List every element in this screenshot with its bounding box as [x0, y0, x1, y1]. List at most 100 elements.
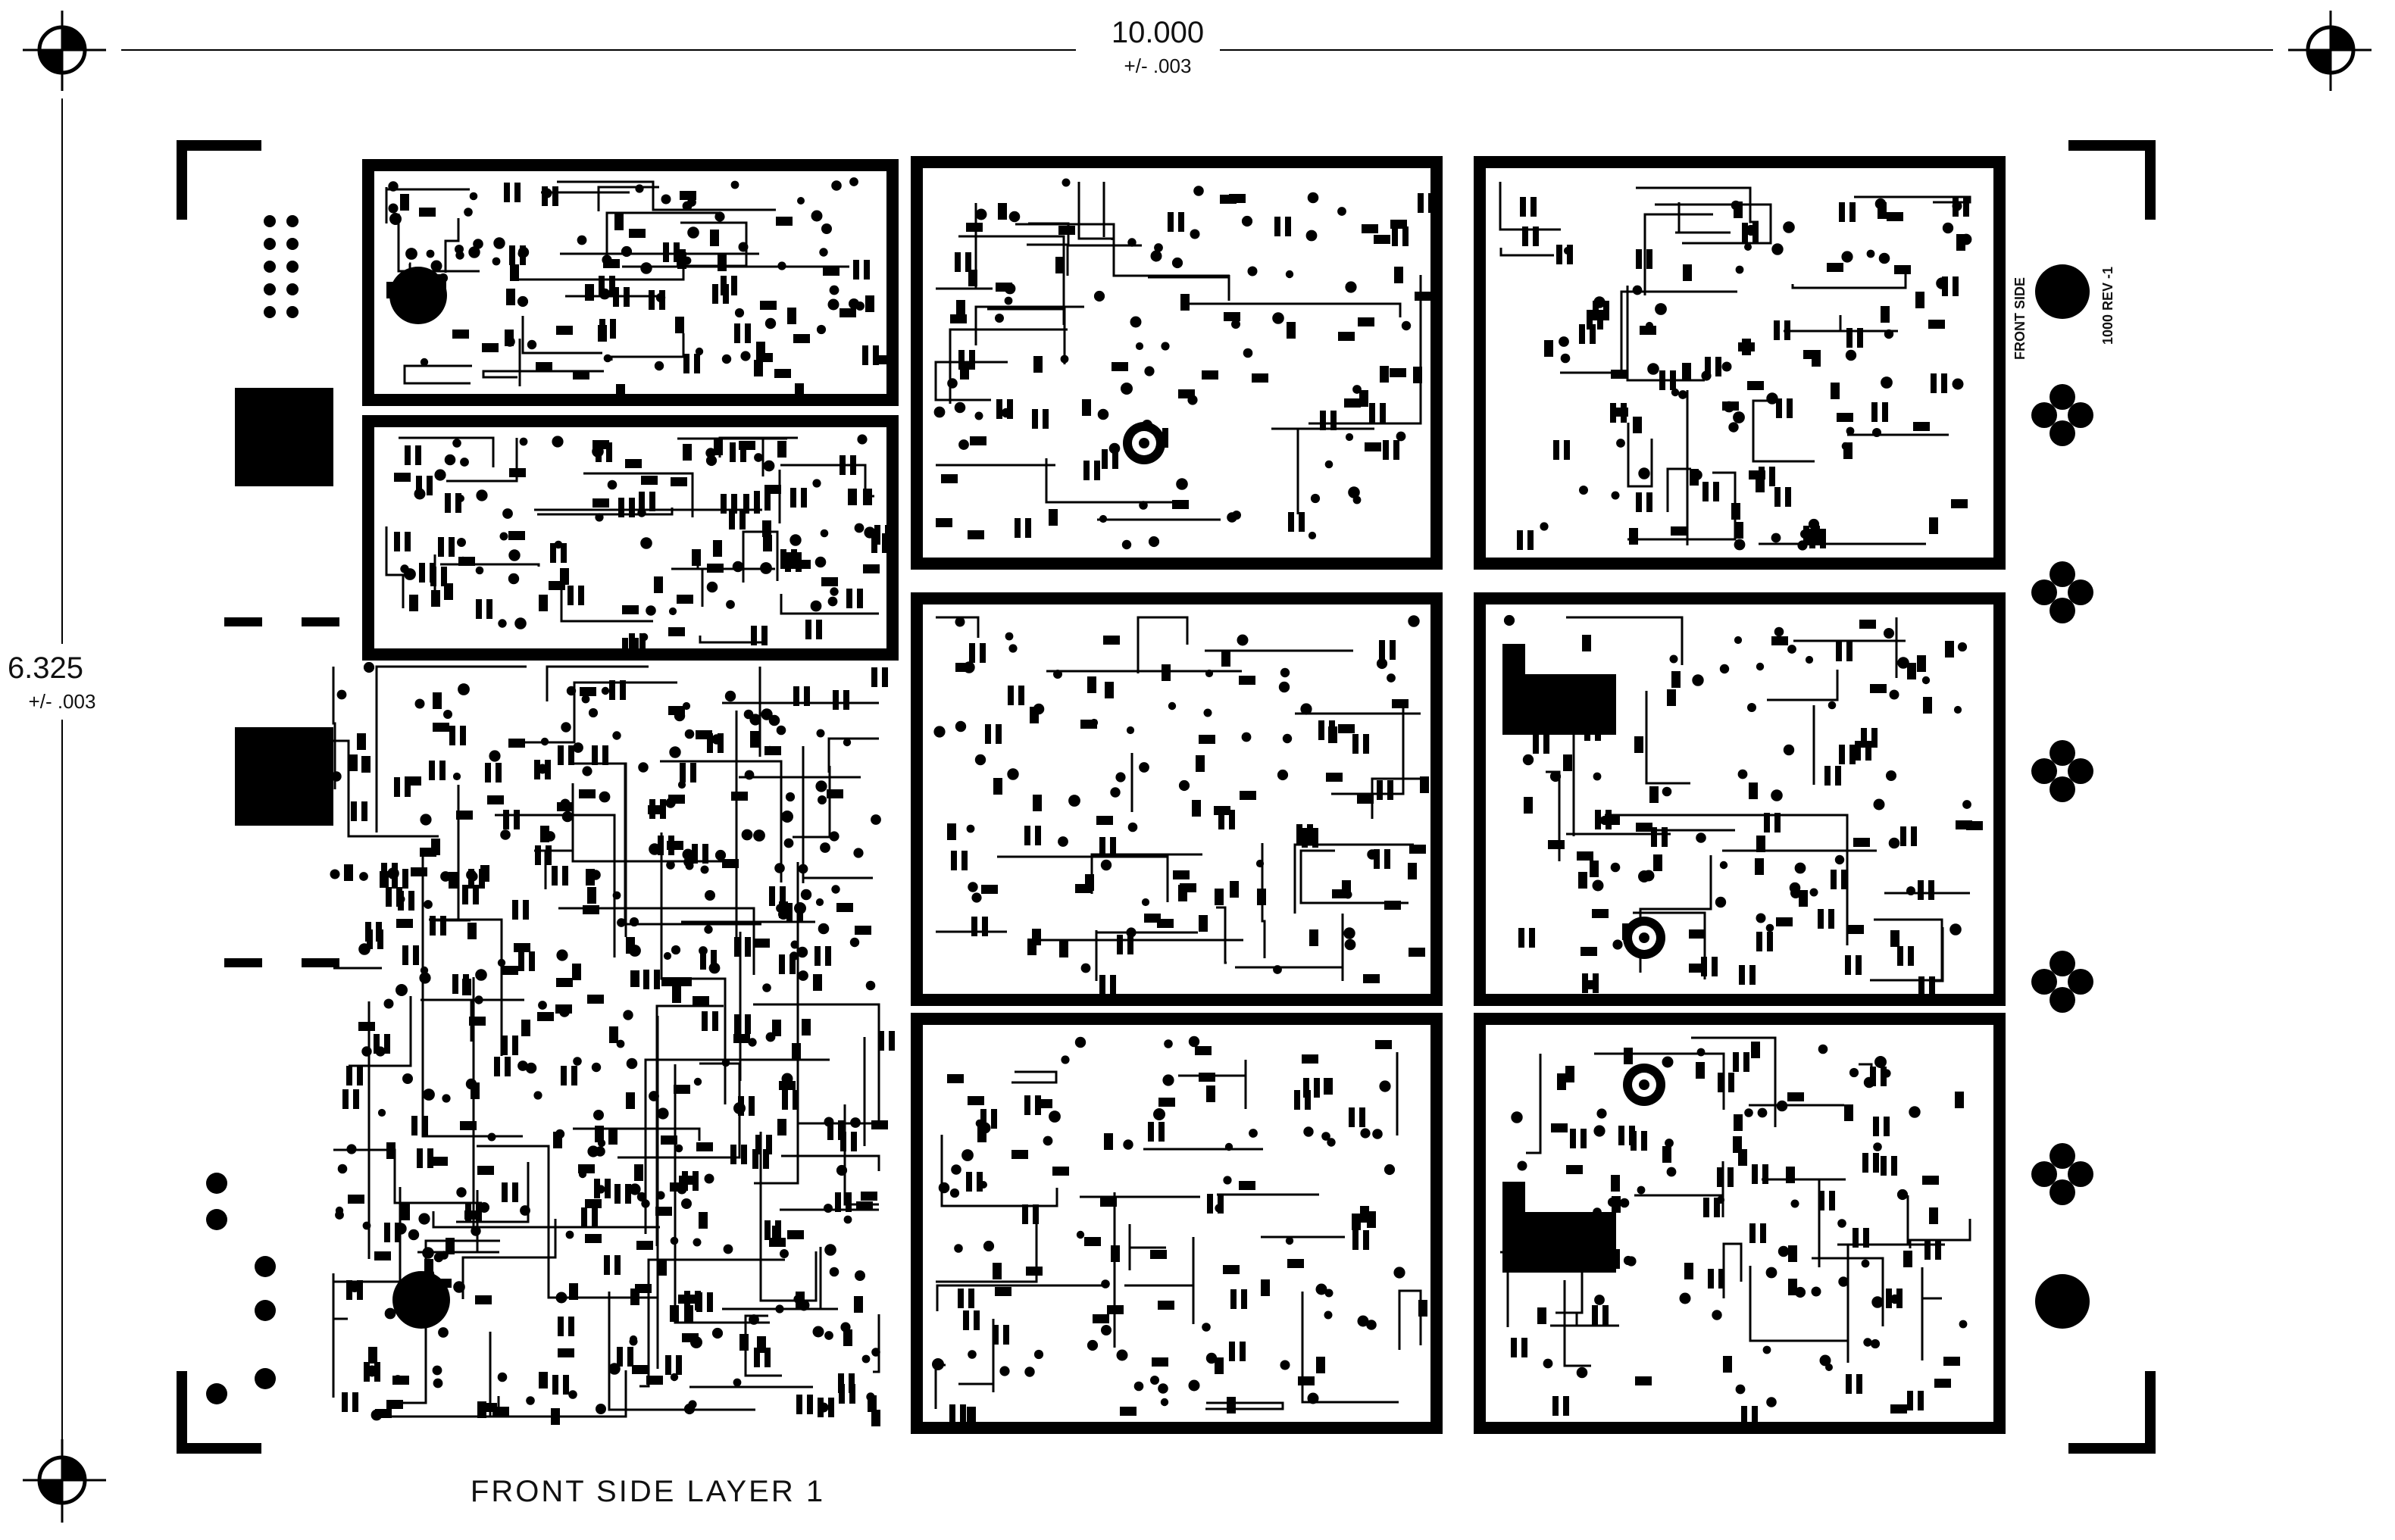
via-pad	[814, 556, 827, 568]
smd-pad	[578, 1164, 595, 1173]
ic-pin	[1870, 1067, 1876, 1086]
ic-pin	[1918, 1391, 1924, 1410]
ic-pin	[1099, 837, 1105, 857]
via-pad	[1594, 1295, 1605, 1305]
smd-pad	[1683, 264, 1692, 281]
via-pad	[1241, 215, 1253, 227]
smd-pad	[1831, 383, 1840, 399]
via-pad	[704, 925, 713, 934]
header-pad	[286, 306, 299, 318]
via-pad	[1733, 411, 1745, 423]
smd-pad	[836, 903, 853, 912]
smd-pad	[1966, 821, 1983, 830]
via-pad	[384, 1307, 396, 1320]
ic-pin	[982, 917, 988, 936]
via-pad	[740, 351, 751, 361]
smd-pad	[1298, 1376, 1315, 1385]
via-pad	[414, 698, 425, 709]
smd-pad	[1158, 1301, 1174, 1310]
via-pad	[1665, 1139, 1674, 1148]
trace	[1921, 1267, 1942, 1360]
via-pad	[587, 1145, 599, 1157]
ic-pin	[1374, 849, 1380, 869]
smd-pad	[1881, 306, 1890, 323]
smd-pad	[756, 353, 773, 362]
via-pad	[1776, 1100, 1788, 1112]
smd-pad	[505, 330, 514, 346]
smd-pad	[1653, 854, 1662, 871]
smd-pad	[1144, 914, 1161, 923]
via-pad	[654, 361, 664, 371]
via-pad	[1223, 1176, 1232, 1185]
via-pad	[850, 1117, 861, 1128]
ic-pin	[764, 491, 771, 511]
via-pad	[1592, 879, 1604, 892]
ic-pin	[1814, 526, 1820, 545]
via-pad	[1837, 1219, 1846, 1228]
trace	[936, 1220, 1038, 1283]
ic-pin	[1839, 745, 1845, 764]
via-pad	[366, 1365, 378, 1377]
ic-pin	[402, 945, 408, 965]
smd-pad	[1033, 795, 1042, 811]
via-pad	[1623, 1255, 1634, 1266]
via-pad	[508, 549, 521, 561]
smd-pad	[509, 468, 526, 477]
via-pad	[420, 358, 429, 367]
via-pad	[674, 1144, 683, 1153]
via-pad	[402, 1073, 413, 1084]
via-pad	[561, 722, 571, 733]
smd-pad	[1316, 1357, 1325, 1373]
test-pad	[206, 1383, 227, 1404]
ic-pin	[606, 442, 612, 462]
ic-pin	[1527, 530, 1534, 550]
via-pad	[1596, 1108, 1607, 1119]
smd-pad	[670, 1305, 679, 1322]
smd-pad	[763, 535, 772, 551]
corner-bracket-bottom-right	[2068, 1371, 2156, 1454]
trace	[521, 316, 602, 355]
trace	[432, 1211, 660, 1229]
smd-pad	[1612, 1196, 1621, 1213]
ic-pin	[1533, 734, 1539, 754]
smd-pad	[1252, 373, 1268, 383]
trace	[1028, 222, 1142, 247]
via-pad	[1790, 1199, 1799, 1208]
via-pad	[951, 1164, 961, 1175]
trace	[403, 364, 472, 385]
smd-pad	[1227, 1397, 1236, 1413]
via-pad	[1610, 862, 1621, 873]
trace	[1675, 202, 1731, 234]
smd-pad	[1257, 889, 1266, 905]
smd-pad	[677, 595, 693, 604]
ic-pin	[581, 1207, 587, 1227]
smd-pad	[1105, 682, 1114, 698]
ic-pin	[441, 567, 447, 586]
ic-pin	[1727, 1167, 1734, 1187]
trace	[1546, 770, 1561, 861]
ic-pin	[485, 763, 491, 782]
smd-pad	[1120, 1407, 1137, 1416]
ic-pin	[1603, 301, 1609, 320]
component-group	[330, 661, 895, 1426]
via-pad	[498, 619, 507, 628]
via-pad	[1762, 1345, 1771, 1354]
smd-pad	[1749, 782, 1758, 799]
smd-pad	[431, 590, 440, 607]
via-pad	[487, 1132, 496, 1142]
smd-pad	[420, 848, 436, 857]
via-pad	[1881, 376, 1893, 389]
ic-pin	[712, 1011, 718, 1031]
ic-pin	[730, 442, 736, 462]
trace	[793, 766, 831, 839]
smd-pad	[386, 1400, 403, 1409]
via-pad	[1321, 1132, 1330, 1141]
ic-pin	[807, 1395, 813, 1414]
ic-pin	[690, 763, 696, 782]
ic-pin	[1418, 193, 1424, 213]
ic-pin	[827, 1120, 833, 1140]
ic-pin	[1511, 1338, 1517, 1357]
via-pad	[1794, 862, 1806, 874]
trace	[1791, 266, 1907, 289]
ic-pin	[1829, 1191, 1835, 1210]
